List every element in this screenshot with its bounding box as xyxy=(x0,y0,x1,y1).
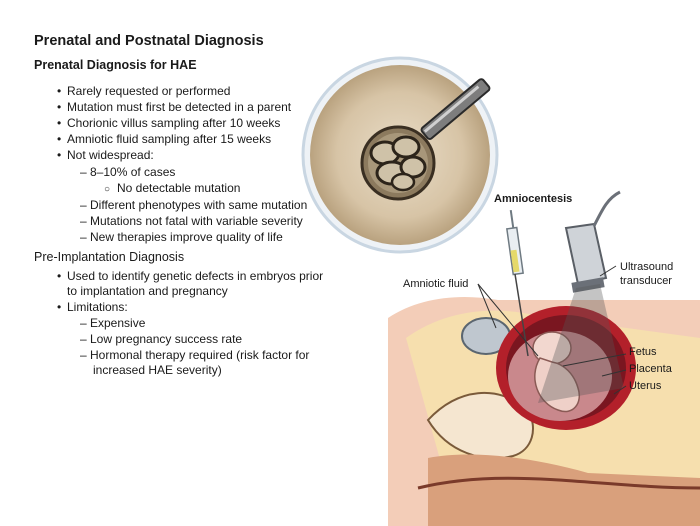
prenatal-section-title: Prenatal Diagnosis for HAE xyxy=(34,58,197,72)
list-item: Mutation must first be detected in a par… xyxy=(57,100,291,115)
label-amniotic-fluid: Amniotic fluid xyxy=(403,278,469,290)
label-transducer: transducer xyxy=(620,275,672,287)
amniocentesis-diagram xyxy=(388,190,700,526)
list-item: Chorionic villus sampling after 10 weeks xyxy=(57,116,280,131)
label-placenta: Placenta xyxy=(629,363,672,375)
list-item: Amniotic fluid sampling after 15 weeks xyxy=(57,132,271,147)
label-uterus: Uterus xyxy=(629,380,662,392)
sub-list-item: – Hormonal therapy required (risk factor… xyxy=(80,348,310,362)
preimplantation-section-title: Pre-Implantation Diagnosis xyxy=(34,250,185,264)
embryo-micrograph-image xyxy=(301,56,499,254)
list-item: Limitations: xyxy=(57,300,128,315)
sub-list-item: – Expensive xyxy=(80,316,146,330)
page-title: Prenatal and Postnatal Diagnosis xyxy=(34,33,264,49)
sub-list-item-continuation: increased HAE severity) xyxy=(93,363,222,377)
diagram-title: Amniocentesis xyxy=(494,193,573,205)
sub-list-item: – Different phenotypes with same mutatio… xyxy=(80,198,308,212)
sub-list-item: – New therapies improve quality of life xyxy=(80,230,283,244)
list-item-continuation: to implantation and pregnancy xyxy=(67,284,228,298)
label-fetus: Fetus xyxy=(629,346,657,358)
sub-list-item: – Low pregnancy success rate xyxy=(80,332,243,346)
sub-list-item: – 8–10% of cases xyxy=(80,165,176,179)
sub-sub-list-item: No detectable mutation xyxy=(104,181,240,197)
label-ultrasound: Ultrasound xyxy=(620,261,674,273)
list-item: Rarely requested or performed xyxy=(57,84,230,99)
list-item: Not widespread: xyxy=(57,148,154,163)
list-item: Used to identify genetic defects in embr… xyxy=(57,269,323,284)
sub-list-item: – Mutations not fatal with variable seve… xyxy=(80,214,303,228)
